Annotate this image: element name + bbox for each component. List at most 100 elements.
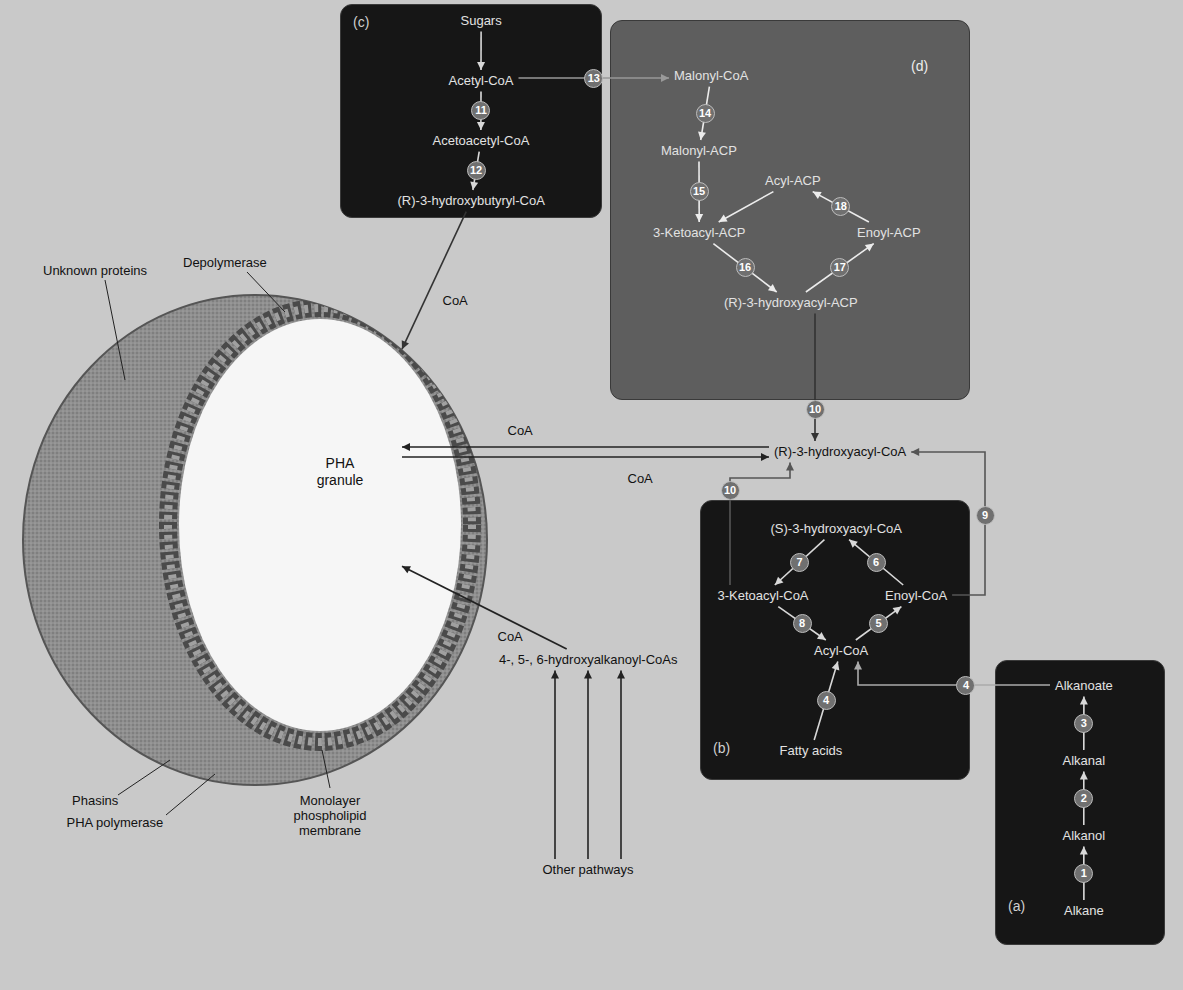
reaction-arrow (730, 463, 794, 585)
metabolite-name: Alkane (1064, 903, 1104, 919)
step-number: 1 (1081, 868, 1087, 879)
arrow-line (554, 671, 556, 859)
metabolite-node: Alkanal (1060, 752, 1109, 770)
metabolite-name: Malonyl-CoA (674, 68, 748, 84)
metabolite-node: (R)-3-hydroxybutyryl-CoA (395, 192, 548, 210)
step-number: 16 (739, 262, 751, 273)
step-number-circle: 9 (976, 506, 995, 525)
step-number-circle: 16 (736, 258, 755, 277)
part-label: Depolymerase (183, 255, 267, 270)
reaction-arrow (1080, 772, 1088, 825)
arrowhead (817, 632, 826, 640)
arrowhead (698, 131, 706, 140)
step-number-circle: 14 (696, 104, 715, 123)
arrow-line (402, 446, 769, 448)
reaction-arrow (1080, 847, 1088, 900)
metabolite-name: 4-, 5-, 6-hydroxyalkanoyl-CoAs (499, 652, 677, 668)
reaction-arrow (813, 192, 869, 222)
arrowhead (695, 214, 703, 222)
step-number: 12 (470, 165, 482, 176)
arrowhead (768, 284, 777, 292)
phospholipid-ring (168, 308, 472, 742)
step-number: 10 (724, 485, 736, 496)
released-coa-label: CoA (628, 471, 653, 486)
step-number: 13 (588, 73, 600, 84)
reaction-arrow (775, 540, 825, 585)
arrowhead (584, 671, 592, 679)
pathway-panel: (b)(S)-3-hydroxyacyl-CoA3-Ketoacyl-CoAEn… (700, 500, 970, 780)
metabolite-node: Acetyl-CoA (446, 72, 517, 90)
part-label: Unknown proteins (43, 263, 147, 278)
panel-heading: (a) (1008, 898, 1025, 915)
metabolite-name: 3-Ketoacyl-CoA (718, 588, 809, 604)
arrow-line (806, 244, 874, 292)
metabolite-node: Acetoacetyl-CoA (430, 132, 533, 150)
step-number: 18 (835, 201, 847, 212)
metabolite-node: Fatty acids (777, 742, 846, 760)
arrowhead (1080, 772, 1088, 780)
metabolite-name: (R)-3-hydroxyacyl-ACP (724, 295, 858, 311)
arrowhead (477, 122, 485, 130)
arrowhead (1080, 697, 1088, 705)
reaction-arrow (713, 244, 776, 292)
arrowhead (402, 340, 409, 349)
arrowhead (477, 62, 485, 70)
metabolite-name: Acyl-ACP (765, 173, 821, 189)
step-number-circle: 6 (867, 553, 886, 572)
released-coa-label: CoA (443, 293, 468, 308)
leader-line (247, 272, 285, 312)
metabolite-name: Alkanol (1063, 828, 1106, 844)
arrowhead (893, 607, 902, 615)
step-number: 6 (873, 557, 879, 568)
arrowhead (813, 192, 822, 199)
arrow-line (858, 662, 1050, 685)
step-number: 17 (834, 262, 846, 273)
step-number-circle: 5 (869, 614, 888, 633)
part-label: Phasins (72, 793, 118, 808)
metabolite-node: Other pathways (540, 861, 637, 879)
reaction-arrow (584, 671, 592, 859)
step-number-circle: 15 (690, 182, 709, 201)
reaction-arrow (402, 453, 769, 461)
metabolite-node: Alkanoate (1052, 677, 1116, 695)
arrow-line (856, 607, 902, 640)
arrowhead (617, 671, 625, 679)
arrowhead (719, 215, 728, 222)
metabolite-name: Sugars (461, 13, 502, 29)
reaction-arrow (806, 244, 874, 292)
step-number: 3 (1081, 718, 1087, 729)
metabolite-node: Sugars (458, 12, 505, 30)
metabolite-name: (R)-3-hydroxyacyl-CoA (774, 444, 906, 460)
arrowhead (1080, 847, 1088, 855)
arrow-line (402, 566, 567, 649)
metabolite-node: Acyl-CoA (811, 642, 871, 660)
step-number: 15 (693, 186, 705, 197)
arrowhead (402, 443, 410, 451)
arrow-line (775, 540, 825, 585)
leader-line (166, 774, 215, 815)
granule-surface (23, 295, 487, 785)
metabolite-node: (R)-3-hydroxyacyl-CoA (771, 443, 909, 461)
step-number-circle: 10 (806, 400, 825, 419)
metabolite-node: Enoyl-ACP (854, 224, 924, 242)
metabolite-node: Acyl-ACP (762, 172, 824, 190)
arrowhead (854, 662, 862, 670)
part-label: PHA polymerase (67, 815, 164, 830)
metabolite-name: Fatty acids (780, 743, 843, 759)
step-number: 11 (475, 105, 487, 116)
panel-heading: (d) (911, 58, 928, 75)
granule-cutaway (168, 308, 472, 742)
arrowhead (402, 566, 411, 573)
step-number: 4 (823, 695, 829, 706)
arrow-line (719, 192, 774, 222)
metabolite-node: Malonyl-CoA (671, 67, 751, 85)
protein-ring (168, 308, 472, 742)
reaction-arrow (778, 607, 826, 640)
step-number-circle: 8 (793, 614, 812, 633)
step-number-circle: 13 (584, 69, 603, 88)
metabolite-name: (S)-3-hydroxyacyl-CoA (771, 521, 902, 537)
metabolite-node: 4-, 5-, 6-hydroxyalkanoyl-CoAs (496, 651, 680, 669)
reaction-arrow (402, 212, 466, 350)
metabolite-name: Acyl-CoA (814, 643, 868, 659)
metabolite-name: Enoyl-ACP (857, 225, 921, 241)
